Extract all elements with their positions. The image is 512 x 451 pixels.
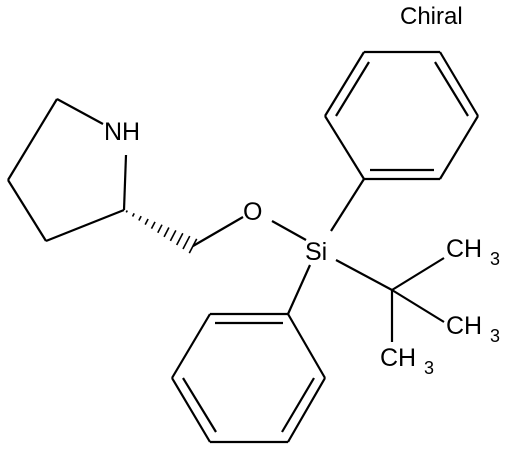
phenyl-bottom-edge-5 — [171, 313, 211, 379]
hashed-wedge-bond — [125, 210, 198, 254]
ch2-o-bond — [192, 216, 244, 247]
ring-bond-1 — [7, 98, 58, 181]
wedge-hash-line — [138, 215, 142, 221]
wedge-hash-line — [144, 218, 149, 225]
wedge-hash-line — [163, 227, 170, 238]
svg-text:CH: CH — [446, 312, 482, 340]
methyl-label-1: CH 3 — [446, 235, 500, 269]
silicon-atom-label: Si — [305, 238, 327, 266]
wedge-hash-line — [169, 230, 177, 242]
oxygen-atom-label: O — [243, 198, 262, 226]
ring-bond-4 — [122, 154, 128, 211]
phenyl-bottom-edge-2 — [287, 377, 326, 443]
wedge-hash-line — [150, 221, 156, 230]
wedge-hash-line — [125, 210, 128, 213]
wedge-hash-line — [131, 212, 135, 217]
wedge-hash-line — [182, 235, 191, 250]
phenyl-bottom-edge-4 — [171, 377, 211, 443]
methyl-label-3: CH 3 — [380, 344, 434, 378]
svg-text:CH: CH — [380, 344, 416, 372]
phenyl-top-edge-1 — [324, 115, 365, 180]
tbutyl-methyl-2-bond — [391, 289, 445, 323]
phenyl-bottom-double-2 — [281, 377, 315, 433]
ring-bond-5 — [56, 98, 104, 125]
tbutyl-methyl-1-bond — [391, 257, 445, 291]
ring-bond-2 — [7, 179, 47, 242]
phenyl-top-edge-2 — [324, 51, 365, 117]
wedge-hash-line — [175, 232, 184, 246]
si-phenyl-bottom-bond — [286, 264, 312, 315]
svg-text:3: 3 — [424, 358, 434, 378]
phenyl-top-edge-4 — [439, 51, 479, 117]
wedge-hash-line — [157, 224, 163, 234]
svg-text:CH: CH — [446, 235, 482, 263]
phenyl-top-edge-5 — [439, 115, 479, 180]
phenyl-top-double-1 — [335, 61, 370, 117]
phenyl-bottom-edge-1 — [287, 313, 326, 379]
svg-text:3: 3 — [490, 249, 500, 269]
si-tbutyl-bond — [335, 259, 393, 291]
svg-text:3: 3 — [490, 326, 500, 346]
chiral-label: Chiral — [400, 3, 463, 30]
si-phenyl-top-bond — [330, 178, 365, 232]
nh-atom-label: NH — [104, 118, 140, 146]
ring-bond-3 — [45, 208, 125, 243]
methyl-label-2: CH 3 — [446, 312, 500, 346]
phenyl-bottom-double-3 — [182, 377, 217, 433]
o-si-bond — [271, 220, 307, 241]
phenyl-top-double-2 — [434, 61, 469, 117]
